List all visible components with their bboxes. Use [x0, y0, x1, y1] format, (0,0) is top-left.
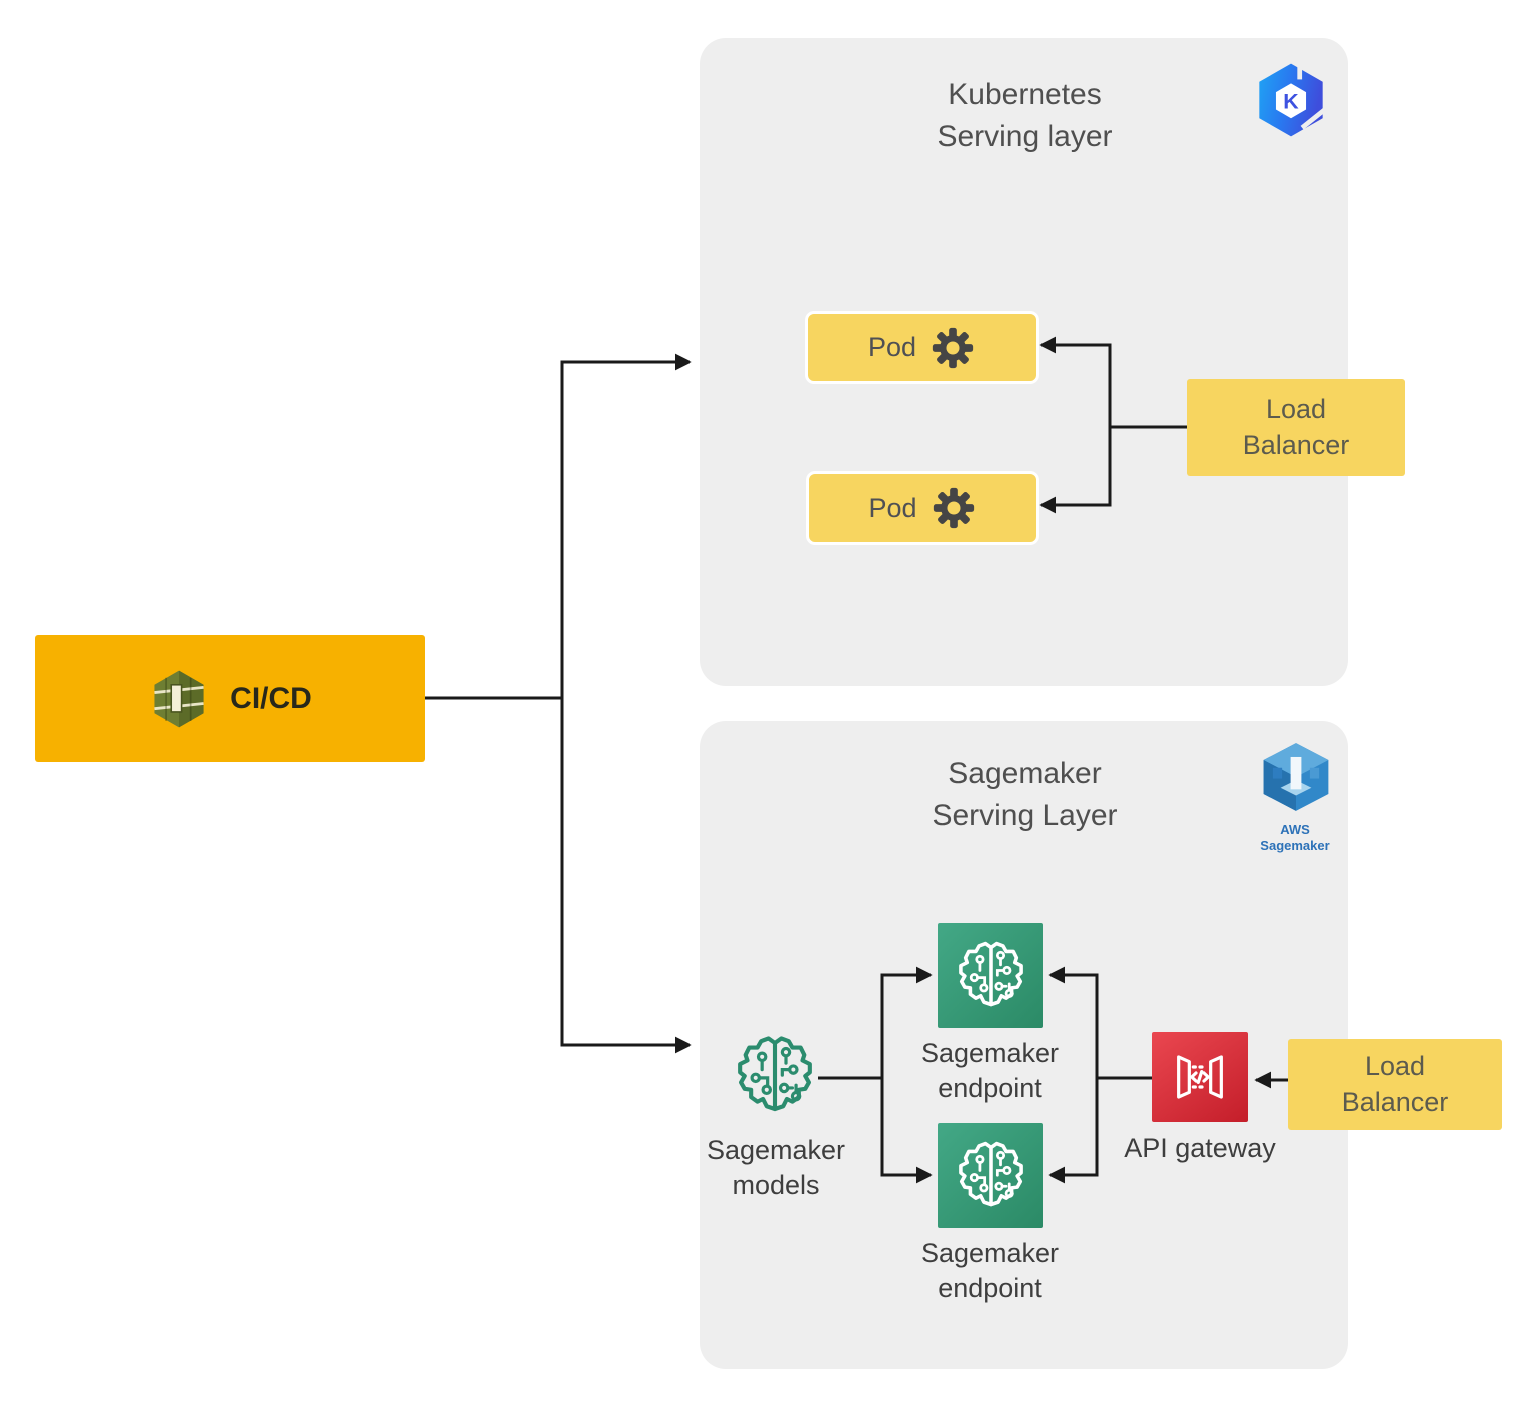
sagemaker-endpoint-1-label: Sagemaker endpoint	[920, 1038, 1060, 1103]
k8s-load-balancer-node: Load Balancer	[1187, 379, 1405, 476]
cicd-label: CI/CD	[230, 681, 312, 715]
sagemaker-models-brain-icon	[738, 1036, 812, 1112]
gear-icon	[933, 487, 974, 529]
api-gateway-label: API gateway	[1124, 1133, 1276, 1163]
sagemaker-load-balancer-node: Load Balancer	[1288, 1039, 1502, 1130]
kubernetes-logo-letter: K	[1283, 90, 1299, 114]
pod-node-2: Pod	[806, 471, 1039, 545]
brain-circuit-icon	[958, 941, 1023, 1006]
codebuild-hexagon-icon	[154, 670, 204, 727]
cicd-node: CI/CD	[35, 635, 425, 762]
api-gateway-icon	[1177, 1055, 1223, 1099]
aws-sagemaker-logo-icon	[1263, 743, 1329, 811]
sagemaker-panel-title: Sagemaker Serving Layer	[932, 757, 1118, 832]
sagemaker-endpoint-2-label: Sagemaker endpoint	[920, 1238, 1060, 1303]
kubernetes-panel-title: Kubernetes Serving layer	[937, 78, 1113, 153]
sagemaker-models-label: Sagemaker models	[706, 1135, 846, 1200]
sagemaker-endpoint-node-2	[938, 1123, 1043, 1228]
kubernetes-logo-icon: K	[1259, 61, 1328, 137]
brain-circuit-icon	[958, 1141, 1023, 1206]
pod-1-label: Pod	[867, 332, 917, 362]
api-gateway-node	[1152, 1032, 1248, 1122]
aws-sagemaker-logo-caption: AWS Sagemaker	[1260, 822, 1330, 853]
sagemaker-endpoint-node-1	[938, 923, 1043, 1028]
pod-2-label: Pod	[868, 492, 917, 523]
pod-node-1: Pod	[805, 311, 1039, 384]
gear-icon	[932, 327, 974, 368]
